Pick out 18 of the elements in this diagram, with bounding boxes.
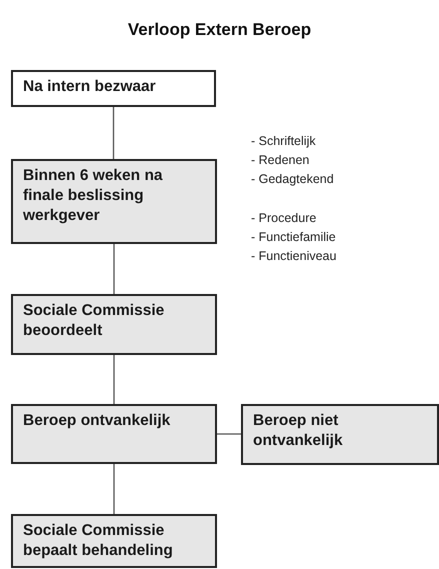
connector-line — [112, 107, 114, 159]
connector-line — [217, 433, 241, 435]
connector-line — [113, 355, 115, 404]
process-box: Sociale Commissie bepaalt behandeling — [11, 514, 217, 568]
process-box: Sociale Commissie beoordeelt — [11, 294, 217, 355]
connector-line — [113, 464, 115, 514]
criteria-note: - Functiefamilie — [251, 230, 336, 244]
process-box: Beroep niet ontvankelijk — [241, 404, 439, 465]
process-box: Binnen 6 weken na finale beslissing werkgever — [11, 159, 217, 244]
diagram-title: Verloop Extern Beroep — [126, 20, 312, 40]
criteria-note: - Functieniveau — [251, 249, 336, 263]
criteria-note: - Procedure — [251, 211, 316, 225]
process-box: Na intern bezwaar — [11, 70, 216, 107]
criteria-note: - Schriftelijk — [251, 134, 316, 148]
criteria-note: - Redenen — [251, 153, 310, 167]
process-box: Beroep ontvankelijk — [11, 404, 217, 464]
connector-line — [113, 244, 115, 294]
criteria-note: - Gedagtekend — [251, 172, 334, 186]
